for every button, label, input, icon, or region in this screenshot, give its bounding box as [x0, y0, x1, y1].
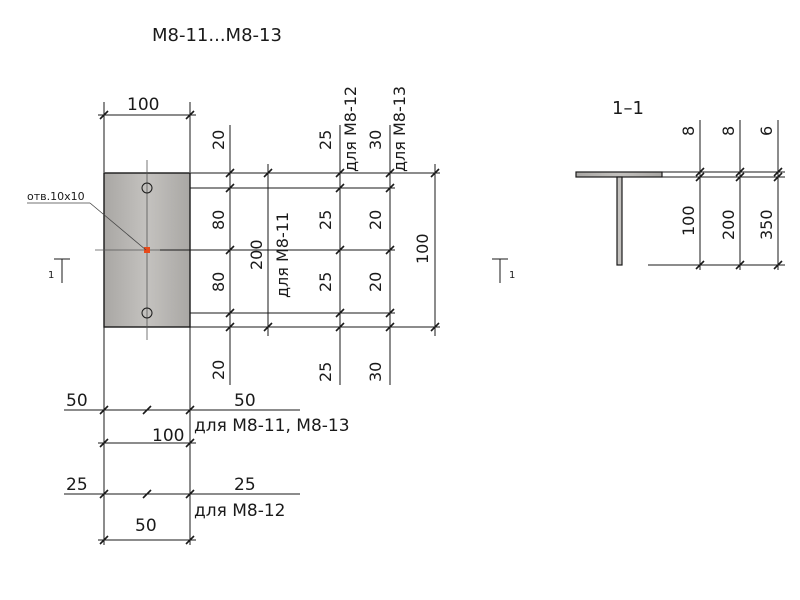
- section-title: 1–1: [612, 98, 644, 119]
- dim-row2-note: для М8-12: [194, 501, 286, 521]
- section-height-3: 350: [757, 209, 776, 240]
- dim-a-2: 80: [209, 210, 228, 230]
- dim-row2-total: 50: [135, 516, 157, 536]
- dim-row1-note: для М8-11, М8-13: [194, 416, 350, 436]
- section-thickness-2: 8: [719, 126, 738, 136]
- section-height-2: 200: [719, 209, 738, 240]
- t-profile-flange: [575, 171, 663, 178]
- dim-e-total: 100: [413, 233, 432, 264]
- dim-row1-total: 100: [152, 426, 184, 446]
- dim-d-3: 20: [366, 272, 385, 292]
- svg-text:1: 1: [48, 270, 54, 281]
- dim-row1-left: 50: [66, 391, 88, 411]
- hole-bottom: [141, 307, 153, 319]
- section-mark-left: 1: [48, 258, 70, 283]
- dim-a-4: 20: [209, 360, 228, 380]
- dim-a-1: 20: [209, 130, 228, 150]
- hole-top: [141, 182, 153, 194]
- svg-text:1: 1: [509, 270, 515, 281]
- dim-c-note: для М8-12: [341, 86, 360, 172]
- dim-c-4: 25: [316, 362, 335, 382]
- dim-c-2: 25: [316, 210, 335, 230]
- hole-center-marker: [144, 247, 150, 253]
- dim-row2-right: 25: [234, 475, 256, 495]
- dim-row2-left: 25: [66, 475, 88, 495]
- dim-b-total: 200: [247, 239, 266, 270]
- dim-c-3: 25: [316, 272, 335, 292]
- plate-width-label: 100: [127, 95, 159, 115]
- drawing-title: М8-11...М8-13: [152, 25, 282, 46]
- hole-note: отв.10х10: [27, 190, 85, 203]
- dim-d-note: для М8-13: [390, 86, 409, 172]
- dim-row1-right: 50: [234, 391, 256, 411]
- section-mark-right: 1: [492, 258, 515, 283]
- dim-b-note: для М8-11: [273, 212, 292, 298]
- dim-a-3: 80: [209, 272, 228, 292]
- section-height-1: 100: [679, 205, 698, 236]
- section-thickness-1: 8: [679, 126, 698, 136]
- t-profile-web: [616, 176, 623, 266]
- section-thickness-3: 6: [757, 126, 776, 136]
- dim-c-1: 25: [316, 130, 335, 150]
- dim-d-2: 20: [366, 210, 385, 230]
- dim-d-4: 30: [366, 362, 385, 382]
- dim-d-1: 30: [366, 130, 385, 150]
